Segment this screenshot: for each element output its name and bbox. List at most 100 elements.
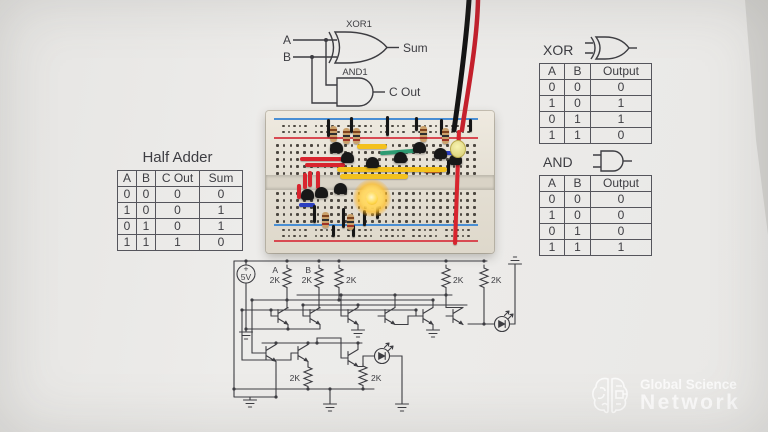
breadboard-hole	[466, 192, 469, 195]
breadboard-hole	[384, 165, 388, 168]
wire-stub	[447, 160, 450, 174]
breadboard-hole	[325, 234, 329, 238]
breadboard-hole	[347, 124, 350, 128]
breadboard-hole	[412, 213, 415, 216]
transistor	[341, 152, 354, 163]
breadboard-hole	[385, 228, 388, 232]
resistor	[442, 128, 449, 144]
breadboard-hole	[350, 172, 354, 175]
breadboard-hole	[330, 199, 333, 202]
wire-stub	[342, 208, 345, 228]
breadboard-hole	[276, 165, 279, 168]
table-cell: 0	[117, 218, 137, 235]
breadboard-hole	[282, 192, 286, 195]
jumper-wire-yellow	[357, 144, 387, 149]
resistor	[420, 126, 427, 142]
resistor	[343, 128, 350, 144]
breadboard-hole	[310, 199, 313, 202]
table-cell: 0	[539, 79, 565, 96]
table-cell: 1	[590, 111, 652, 128]
breadboard-hole	[298, 130, 302, 134]
watermark-line2: Network	[640, 391, 741, 415]
column-header: Sum	[199, 170, 243, 187]
table-cell: 1	[564, 239, 591, 256]
transistor	[449, 154, 462, 165]
breadboard-hole	[418, 165, 422, 168]
breadboard-hole	[378, 158, 381, 161]
column-header: B	[564, 63, 591, 80]
breadboard-hole	[337, 220, 340, 223]
breadboard-hole	[358, 124, 361, 128]
breadboard-hole	[473, 165, 476, 168]
breadboard-hole	[314, 234, 318, 238]
breadboard-hole	[467, 124, 470, 128]
table-cell: 1	[136, 218, 156, 235]
breadboard-hole	[425, 220, 429, 223]
breadboard-hole	[357, 151, 361, 154]
breadboard-hole	[289, 213, 293, 216]
breadboard-hole	[446, 206, 449, 209]
breadboard-hole	[289, 158, 293, 161]
table-cell: 0	[136, 202, 156, 219]
breadboard-hole	[282, 130, 285, 134]
breadboard-hole	[316, 151, 320, 154]
breadboard-hole	[384, 213, 388, 216]
jumper-wire-red	[316, 171, 320, 189]
breadboard-hole	[385, 234, 388, 238]
table-cell: 0	[155, 202, 200, 219]
breadboard-hole	[412, 206, 415, 209]
breadboard-hole	[432, 144, 435, 147]
breadboard-hole	[425, 192, 429, 195]
breadboard-hole	[296, 199, 299, 202]
jumper-wire-red	[303, 173, 307, 189]
breadboard-hole	[467, 228, 470, 232]
breadboard-hole	[369, 228, 373, 232]
breadboard-hole	[350, 151, 354, 154]
breadboard-hole	[412, 158, 415, 161]
breadboard-hole	[276, 213, 279, 216]
brain-logo-icon	[592, 377, 628, 414]
breadboard-hole	[364, 158, 367, 161]
breadboard-hole	[296, 151, 299, 154]
breadboard-hole	[432, 158, 435, 161]
table-cell: 0	[539, 191, 565, 208]
table-cell: 0	[590, 207, 652, 224]
breadboard-hole	[330, 172, 333, 175]
breadboard-hole	[452, 165, 456, 168]
breadboard-hole	[282, 151, 286, 154]
breadboard-hole	[316, 220, 320, 223]
breadboard-hole	[459, 220, 463, 223]
xor-gate-icon	[585, 36, 637, 60]
breadboard-hole	[287, 234, 291, 238]
breadboard-hole	[358, 228, 361, 232]
breadboard-hole	[396, 130, 400, 134]
table-cell: 0	[590, 79, 652, 96]
breadboard-hole	[357, 172, 361, 175]
breadboard-hole	[445, 228, 448, 232]
breadboard-hole	[432, 220, 435, 223]
breadboard-hole	[456, 234, 459, 238]
breadboard-hole	[452, 172, 456, 175]
breadboard-hole	[432, 213, 435, 216]
breadboard-hole	[303, 151, 306, 154]
breadboard-hole	[391, 165, 395, 168]
breadboard-hole	[320, 130, 323, 134]
breadboard-hole	[450, 130, 454, 134]
breadboard-hole	[320, 234, 323, 238]
table-cell: 0	[564, 95, 591, 112]
breadboard-hole	[314, 124, 318, 128]
breadboard-hole	[337, 206, 340, 209]
breadboard-hole	[310, 206, 313, 209]
breadboard-hole	[364, 151, 367, 154]
breadboard-hole	[429, 130, 432, 134]
breadboard-hole	[434, 124, 438, 128]
table-cell: 1	[117, 202, 137, 219]
xor-gate-shape	[328, 31, 335, 64]
breadboard-hole	[337, 199, 340, 202]
